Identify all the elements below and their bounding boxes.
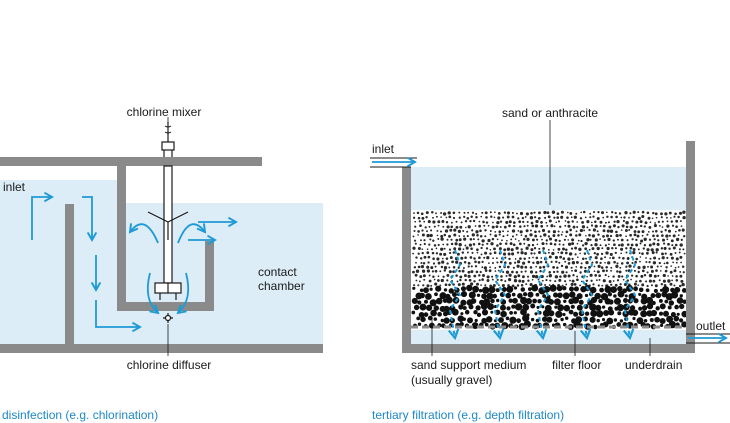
gravel-media [411,284,688,331]
filtration-caption: tertiary filtration (e.g. depth filtrati… [372,408,564,422]
disinfection-caption: disinfection (e.g. chlorination) [2,408,158,422]
chlorine-diffuser-label: chlorine diffuser [127,358,212,372]
underdrain-water [411,330,686,344]
filtration-panel: sand or anthracite inlet outlet sand sup… [370,106,730,422]
filter-outlet-label: outlet [696,319,726,333]
sand-bed [411,210,686,285]
support-medium-label: sand support medium [411,358,526,372]
inlet-water [0,180,120,346]
underdrain-label: underdrain [625,358,682,372]
filtration-leaders [431,120,651,356]
support-medium-note: (usually gravel) [411,373,492,387]
chamber-label: chamber [258,279,305,293]
inlet-label: inlet [3,180,26,194]
flow-arrow-icon [31,191,238,333]
sand-anthracite-label: sand or anthracite [502,106,598,120]
filter-water [411,167,686,210]
contact-chamber-water [120,203,323,346]
tank-walls [0,157,323,353]
disinfection-panel: chlorine mixer inlet contact chamber chl… [0,105,323,422]
filter-floor-label: filter floor [552,358,601,372]
filter-inlet-label: inlet [372,142,395,156]
outlet-pipe [686,332,730,344]
flow-arrow-icon [447,249,637,341]
sand-media [412,210,686,288]
chlorine-mixer-label: chlorine mixer [127,105,202,119]
diffuser-icon [154,282,182,323]
contact-label: contact [258,265,297,279]
filter-walls [402,141,695,353]
inlet-pipe [370,156,417,168]
